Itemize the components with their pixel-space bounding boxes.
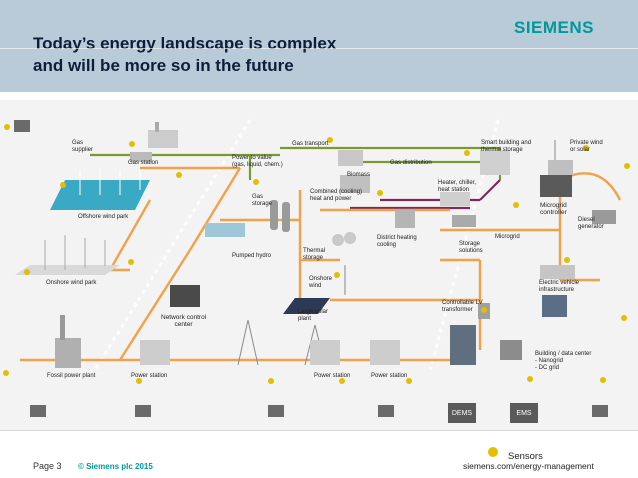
header-divider [0,48,638,49]
label-power-station-2: Power station [314,373,351,379]
district-heating-plant [395,210,415,228]
label-smart-building: Smart building and thermal storage [481,140,532,153]
label-power-to-value: Power to value (gas, liquid, chem.) [232,155,283,168]
label-biomass: Biomass [347,172,371,178]
label-ems: EMS [516,410,532,417]
gas-storage-tanks [270,200,290,232]
corner-monitors [14,120,608,417]
label-power-station-1: Power station [131,373,168,379]
label-heater: Heater, chiller, heat station [438,180,477,193]
label-onshore-wind: Onshore wind [309,276,333,289]
label-building-dc: Building / data center - Nanogrid - DC g… [535,351,592,371]
label-fossil-power-plant: Fossil power plant [47,373,96,379]
title-line-1: Today’s energy landscape is complex [33,34,337,53]
microgrid-controller-screen [540,175,572,197]
label-offshore-wind-park: Offshore wind park [78,214,129,220]
fossil-power-plant [55,315,81,368]
label-microgrid-controller: Microgrid controller [540,202,567,216]
footer-url: siemens.com/energy-management [463,461,594,471]
gas-supplier-facility [148,122,178,148]
label-controllable-lv: Controllable LV transformer [442,300,483,313]
label-pumped-hydro: Pumped hydro [232,253,272,259]
label-gas-supplier: Gas supplier [72,140,94,153]
label-district-heating: District heating cooling [377,235,417,248]
label-power-station-3: Power station [371,373,408,379]
sensor-icons [3,124,630,384]
power-station-pylons [140,319,400,366]
header-band: Today’s energy landscape is complex and … [0,0,638,92]
grid-separator-dashes [93,119,500,371]
storage-solutions-units [452,215,476,227]
server-racks [542,295,567,317]
building-data-center [450,325,522,365]
label-private-wind: Private wind or solar [570,140,603,153]
onshore-wind-park [15,235,120,275]
page-title: Today’s energy landscape is complex and … [33,33,336,77]
smart-building [480,150,510,175]
heat-network-lines [350,179,501,210]
title-line-2: and will be more so in the future [33,56,294,75]
siemens-logo: SIEMENS [514,18,595,37]
biomass-plant [338,150,363,166]
diagram-canvas [3,119,630,423]
offshore-wind-park [50,168,150,210]
page-number: Page 3 [33,461,62,471]
label-storage-solutions: Storage solutions [459,241,483,254]
label-combined-heat: Combined (cooling) heat and power [310,189,363,202]
label-gas-storage: Gas storage [252,194,273,207]
energy-landscape-diagram: Gas supplier Gas station Power to value … [0,100,638,430]
heater-chiller-station [440,192,470,206]
large-solar-plant [283,298,330,314]
label-gas-distribution: Gas distribution [390,160,432,166]
combined-heat-power-plant [340,175,370,193]
pumped-hydro-reservoir [205,223,245,237]
footer-divider [0,430,638,431]
label-large-solar: Large solar plant [298,309,329,322]
label-onshore-wind-park: Onshore wind park [46,280,97,286]
label-diesel: Diesel generator [578,217,604,230]
label-gas-station: Gas station [128,160,159,166]
diesel-generator [592,210,616,224]
copyright: © Siemens plc 2015 [78,462,153,471]
dems-ems-monitors [448,403,538,423]
label-thermal-storage: Thermal storage [303,248,326,261]
label-microgrid: Microgrid [495,234,520,240]
ev-infrastructure [540,265,575,279]
gas-station-building [130,152,152,162]
private-wind-solar [548,140,573,175]
label-electric-vehicle: Electric vehicle infrastructure [539,280,580,293]
sensor-legend-icon [488,447,498,457]
sensors-legend-label: Sensors [508,451,543,462]
label-dems: DEMS [451,410,473,417]
network-control-screen [170,285,200,307]
label-gas-transport: Gas transport [292,141,329,147]
label-network-control: Network control center [161,314,207,328]
thermal-storage-tanks [332,232,356,246]
